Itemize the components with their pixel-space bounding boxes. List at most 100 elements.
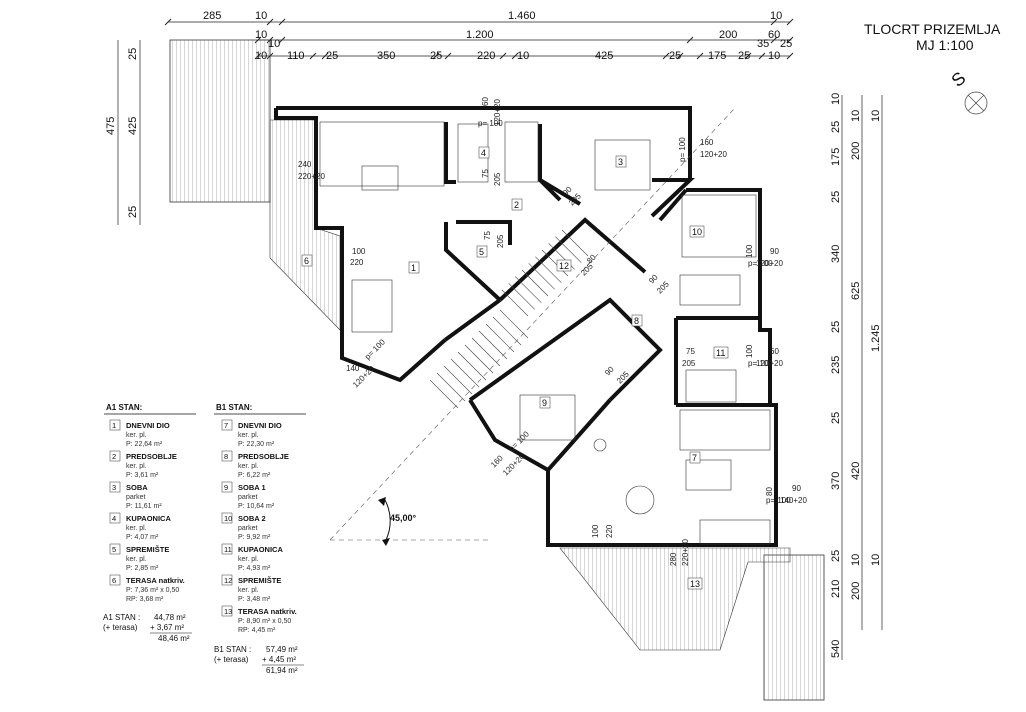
stair-tread bbox=[478, 330, 508, 360]
legend-number: 6 bbox=[112, 576, 116, 585]
dim-left-1: 25 bbox=[127, 48, 139, 60]
stair-tread bbox=[561, 229, 589, 257]
dim-left-3: 425 bbox=[127, 117, 139, 135]
legend-room-name: TERASA natkriv. bbox=[238, 607, 297, 616]
room-1: 1 bbox=[408, 261, 420, 274]
opening-44: 220 bbox=[605, 524, 614, 538]
dimension-tick bbox=[758, 52, 766, 60]
legend-number: 11 bbox=[224, 545, 232, 554]
stair-tread bbox=[515, 276, 542, 303]
legend-floor-type: ker. pl. bbox=[126, 463, 147, 470]
legend-number-box bbox=[109, 512, 121, 524]
legend-number-box bbox=[221, 481, 233, 493]
opening-labels: 60 120+20 p= 100 240 220+20 75 205 160 1… bbox=[298, 97, 807, 566]
legend-floor-type: ker. pl. bbox=[126, 525, 147, 532]
legend-a1-terrace-value: + 3,67 m² bbox=[150, 623, 184, 632]
dim-right-a-4: 25 bbox=[830, 191, 842, 203]
legend-area: RP: 4,45 m² bbox=[238, 627, 276, 634]
dim-top-r3-4: 350 bbox=[377, 50, 395, 62]
angle-arc bbox=[384, 499, 391, 541]
legend-room-name: SOBA bbox=[126, 483, 148, 492]
stair-tread bbox=[535, 256, 562, 283]
legend-floor-type: parket bbox=[238, 525, 258, 532]
room-12: 12 bbox=[556, 259, 572, 272]
room-4: 4 bbox=[478, 146, 490, 159]
dim-right-b-2: 200 bbox=[850, 142, 862, 160]
stair-tread bbox=[499, 309, 529, 339]
opening-8: 160 bbox=[700, 138, 714, 147]
stair-tread bbox=[555, 236, 582, 263]
terrace-6-hatch bbox=[269, 119, 341, 331]
legend-b1-terrace-label: (+ terasa) bbox=[214, 655, 249, 664]
angle-arrow-icon-2 bbox=[382, 538, 390, 546]
dim-top-r3-5: 25 bbox=[430, 50, 442, 62]
legend-number-box bbox=[221, 450, 233, 462]
opening-5: 220+20 bbox=[298, 172, 325, 181]
legend-area: P: 3,61 m² bbox=[126, 472, 159, 479]
dim-right-c-1: 10 bbox=[870, 110, 882, 122]
svg-text:1: 1 bbox=[411, 263, 416, 273]
dim-right-a-3: 175 bbox=[830, 148, 842, 166]
opening-3: p= 100 bbox=[478, 119, 503, 128]
svg-text:11: 11 bbox=[716, 348, 725, 358]
dim-right-a-1: 10 bbox=[830, 93, 842, 105]
legend-room-name: DNEVNI DIO bbox=[126, 421, 170, 430]
opening-46: 220+20 bbox=[681, 539, 690, 566]
building-walls bbox=[274, 106, 778, 547]
opening-41: 140+20 bbox=[780, 496, 807, 505]
opening-10: p= 100 bbox=[678, 137, 687, 162]
dimension-tick bbox=[786, 18, 794, 26]
dimension-tick bbox=[164, 18, 172, 26]
dim-top-r3-2: 110 bbox=[287, 50, 305, 62]
legend-area: P: 22,64 m² bbox=[126, 441, 163, 448]
legend-area: P: 4,07 m² bbox=[126, 534, 159, 541]
legend-floor-type: ker. pl. bbox=[238, 556, 259, 563]
legend-room-name: SPREMIŠTE bbox=[126, 545, 169, 554]
legend-b1-sum: 61,94 m² bbox=[266, 666, 298, 675]
stair-tread bbox=[471, 337, 501, 367]
opening-13: 100 bbox=[352, 247, 366, 256]
legend-number-box bbox=[109, 574, 121, 586]
terrace-13-hatch bbox=[559, 547, 791, 651]
legend-number: 10 bbox=[224, 514, 232, 523]
legend-number-box bbox=[221, 574, 233, 586]
legend-room-name: PREDSOBLJE bbox=[126, 452, 177, 461]
svg-text:8: 8 bbox=[634, 316, 639, 326]
svg-text:6: 6 bbox=[304, 256, 309, 266]
opening-25: 75 bbox=[686, 347, 695, 356]
legend-number-box bbox=[109, 450, 121, 462]
legend-area: P: 10,64 m² bbox=[238, 503, 275, 510]
dim-top-2: 10 bbox=[255, 10, 267, 22]
dimension-tick bbox=[696, 52, 704, 60]
legend-room-name: SOBA 1 bbox=[238, 483, 266, 492]
dimension-tick bbox=[266, 18, 274, 26]
dim-top-3: 1.460 bbox=[508, 10, 536, 22]
north-arrow-icon bbox=[964, 91, 988, 115]
legend-a1-terrace-label: (+ terasa) bbox=[103, 623, 138, 632]
room-labels: 1 2 3 4 5 6 7 8 9 10 11 12 13 bbox=[301, 146, 729, 590]
legend-room-name: PREDSOBLJE bbox=[238, 452, 289, 461]
dimension-tick bbox=[676, 52, 684, 60]
opening-39: 80 bbox=[765, 487, 774, 496]
dim-right-b-5: 10 bbox=[850, 554, 862, 566]
dim-top-r2-6: 25 bbox=[780, 38, 792, 50]
legend-b1-terrace-value: + 4,45 m² bbox=[262, 655, 296, 664]
room-7: 7 bbox=[689, 451, 701, 464]
dim-left-2: 475 bbox=[105, 117, 117, 135]
opening-27: 60 bbox=[770, 347, 779, 356]
dim-right-b-6: 200 bbox=[850, 582, 862, 600]
dim-top-r2-3: 1.200 bbox=[466, 29, 494, 41]
legend-floor-type: P: 8,90 m² x 0,50 bbox=[238, 618, 291, 625]
legend-number: 9 bbox=[224, 483, 228, 492]
legend-area: P: 3,48 m² bbox=[238, 596, 271, 603]
room-9: 9 bbox=[539, 396, 551, 409]
